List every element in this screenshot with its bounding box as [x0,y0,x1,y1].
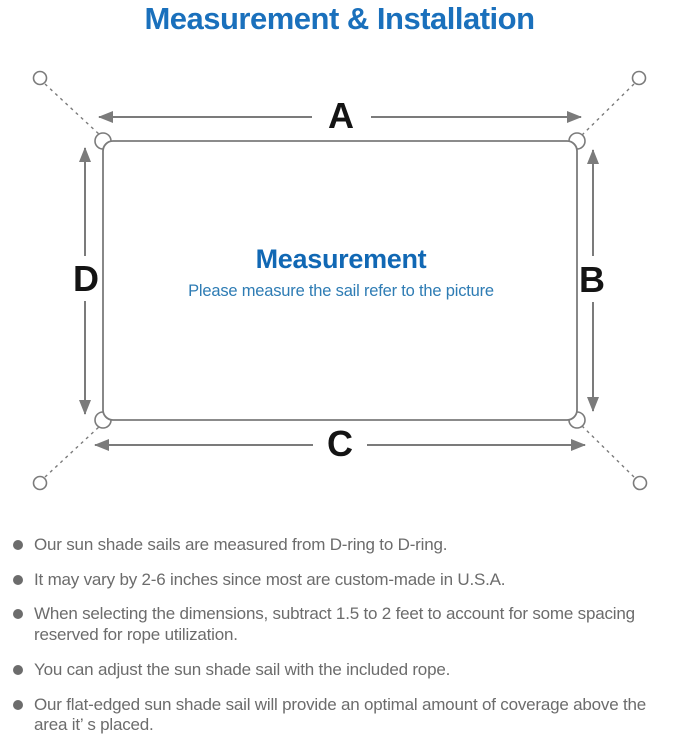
note-text: When selecting the dimensions, subtract … [34,604,635,645]
note-text: Our sun shade sails are measured from D-… [34,535,448,554]
sail-diagram-canvas [32,70,648,491]
bullet-icon [13,540,23,550]
notes-list: Our sun shade sails are measured from D-… [13,535,665,739]
rope-line-bottom-right [580,424,635,478]
note-item: It may vary by 2-6 inches since most are… [13,570,665,591]
dimension-label-b: B [579,259,605,300]
dimension-label-d: D [73,258,99,299]
note-item: Our flat-edged sun shade sail will provi… [13,695,665,736]
sail-outline [102,140,578,421]
rope-line-bottom-left [44,424,102,478]
note-item: Our sun shade sails are measured from D-… [13,535,665,556]
dimension-label-c: C [327,423,353,464]
rope-line-top-left [44,83,102,137]
rope-line-top-right [580,83,635,137]
page-title: Measurement & Installation [144,1,535,36]
bullet-icon [13,609,23,620]
diagram-center-text: Measurement Please measure the sail refe… [188,244,494,301]
anchor-ring-bottom-left-icon [32,475,48,491]
anchor-ring-bottom-right-icon [632,475,648,491]
anchor-ring-top-left-icon [32,70,48,86]
note-text: Our flat-edged sun shade sail will provi… [34,694,647,735]
note-text: It may vary by 2-6 inches since most are… [34,569,506,589]
note-text: You can adjust the sun shade sail with t… [34,659,451,679]
anchor-ring-top-right-icon [631,70,647,86]
diagram-subheading: Please measure the sail refer to the pic… [188,282,494,300]
dimension-label-a: A [328,95,354,136]
bullet-icon [13,574,23,585]
measurement-diagram: A B C D Measurement Please measure the s… [32,70,648,491]
bullet-icon [13,699,23,710]
note-item: You can adjust the sun shade sail with t… [13,660,665,681]
note-item: When selecting the dimensions, subtract … [13,604,665,645]
bullet-icon [13,664,23,675]
diagram-heading: Measurement [255,244,427,274]
